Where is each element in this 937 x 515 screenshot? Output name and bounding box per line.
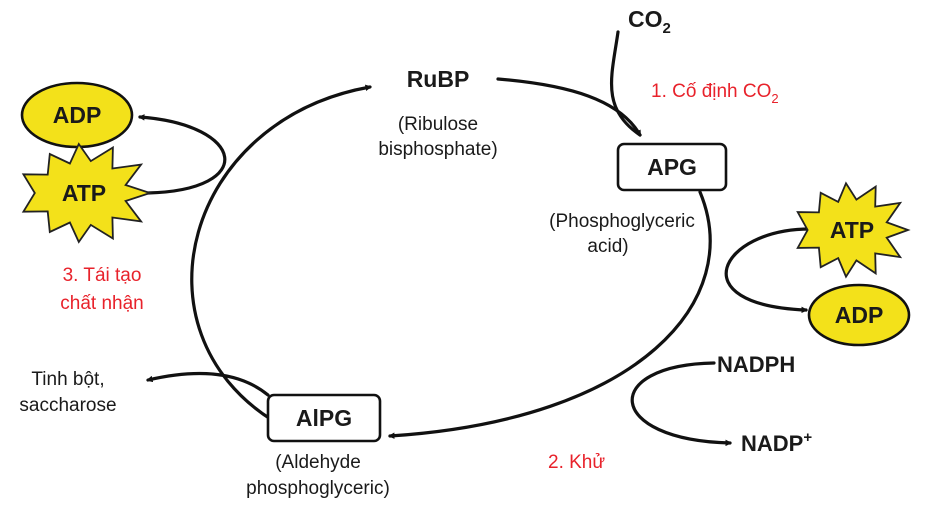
- products-label-line1: Tinh bột,: [31, 369, 104, 390]
- nadp-superscript: +: [803, 429, 812, 446]
- arrow-atp-to-adp-left: [138, 114, 227, 195]
- apg-box: [616, 142, 728, 192]
- atp-left-label: ATP: [62, 180, 106, 206]
- adp-right-label: ADP: [835, 302, 884, 328]
- apg-full-name-line2: acid): [587, 236, 628, 257]
- stage-regeneration-line1: 3. Tái tạo: [63, 265, 142, 286]
- apg-full-name-line1: (Phosphoglyceric: [549, 211, 695, 232]
- alpg-box: [266, 393, 382, 443]
- alpg-label: AlPG: [296, 405, 352, 431]
- stage-fixation-subscript: 2: [771, 91, 778, 106]
- arrow-co2-in: [609, 30, 642, 137]
- arrow-to-products: [146, 371, 270, 397]
- rubp-full-name-line1: (Ribulose: [398, 114, 478, 135]
- stage-fixation-text: 1. Cố định CO: [651, 81, 771, 102]
- products-label-line2: saccharose: [19, 395, 116, 416]
- co2-subscript: 2: [663, 20, 671, 37]
- adp-left-label: ADP: [53, 102, 102, 128]
- co2-text: CO: [628, 6, 663, 32]
- nadph-label: NADPH: [717, 352, 795, 377]
- arrow-nadph-to-nadp: [630, 361, 732, 447]
- arrow-atp-to-adp-right: [724, 227, 812, 314]
- nadp-label: NADP+: [741, 429, 812, 456]
- rubp-full-name-line2: bisphosphate): [378, 139, 497, 160]
- co2-label: CO2: [628, 6, 671, 37]
- arc-alpg-to-rubp: [190, 84, 372, 422]
- adp-right-oval: [807, 283, 911, 347]
- stage-reduction-label: 2. Khử: [548, 452, 605, 473]
- apg-label: APG: [647, 154, 697, 180]
- rubp-label: RuBP: [407, 66, 470, 92]
- arc-apg-to-alpg: [388, 190, 712, 439]
- atp-right-starburst: [796, 181, 911, 279]
- atp-left-starburst: [21, 142, 153, 244]
- atp-right-label: ATP: [830, 217, 874, 243]
- alpg-full-name-line2: phosphoglyceric): [246, 478, 390, 499]
- nadp-text: NADP: [741, 431, 803, 456]
- stage-regeneration-line2: chất nhận: [60, 293, 143, 314]
- alpg-full-name-line1: (Aldehyde: [275, 452, 361, 473]
- stage-fixation-label: 1. Cố định CO2: [651, 81, 779, 106]
- arc-rubp-to-apg: [496, 77, 642, 137]
